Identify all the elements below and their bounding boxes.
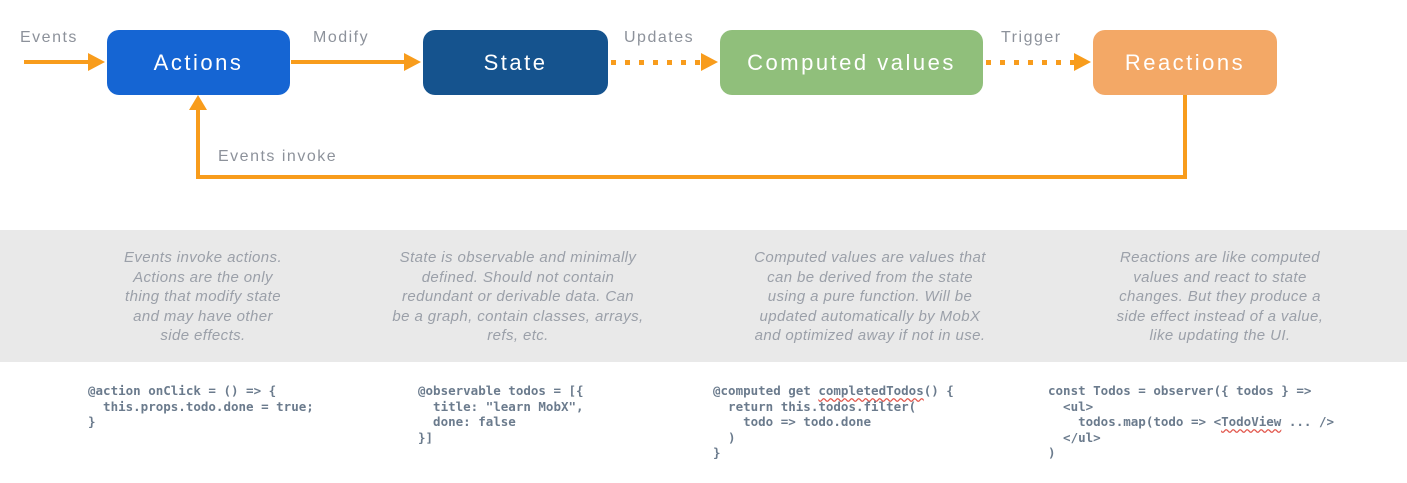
arrowhead-up-icon [189, 95, 207, 110]
dotted-arrow-shaft [986, 59, 1074, 65]
arrow-state-to-computed [611, 53, 718, 71]
description-computed-values: Computed values are values that can be d… [754, 249, 986, 344]
arrowhead-right-icon [404, 53, 421, 71]
misspelled-word: TodoView [1221, 414, 1282, 429]
edge-label-events-invoke: Events invoke [218, 148, 338, 165]
description-actions: Events invoke actions. Actions are the o… [123, 249, 283, 344]
dotted-arrow-shaft [611, 59, 701, 65]
description-reactions: Reactions are like computed values and r… [1116, 249, 1324, 344]
edge-label-events: Events [20, 29, 78, 46]
feedback-line-vertical-left [196, 106, 200, 179]
node-state: State [423, 30, 608, 95]
arrow-actions-to-state [291, 53, 421, 71]
arrow-computed-to-reactions [986, 53, 1091, 71]
arrowhead-right-icon [88, 53, 105, 71]
feedback-line-vertical-right [1183, 95, 1187, 179]
code-snippet-computed: @computed get completedTodos() { return … [713, 383, 954, 460]
node-computed-values-label: Computed values [747, 49, 956, 75]
node-reactions-label: Reactions [1124, 49, 1246, 75]
edge-label-modify: Modify [313, 29, 370, 46]
arrowhead-right-icon [1074, 53, 1091, 71]
edge-label-trigger: Trigger [1001, 29, 1062, 46]
arrow-shaft [291, 60, 404, 64]
flow-diagram: Events Actions Modify State Updates Comp… [0, 0, 1407, 230]
code-snippet-row: @action onClick = () => { this.props.tod… [0, 362, 1407, 483]
node-actions-label: Actions [153, 49, 244, 75]
arrow-events-to-actions [24, 53, 105, 71]
node-computed-values: Computed values [720, 30, 983, 95]
feedback-line-horizontal [196, 175, 1187, 179]
node-reactions: Reactions [1093, 30, 1277, 95]
node-state-label: State [483, 49, 548, 75]
code-snippet-action: @action onClick = () => { this.props.tod… [88, 383, 314, 429]
description-band: Events invoke actions. Actions are the o… [0, 230, 1407, 362]
code-snippet-observer: const Todos = observer({ todos } => <ul>… [1048, 383, 1334, 460]
description-state: State is observable and minimally define… [392, 249, 644, 344]
code-snippet-observable: @observable todos = [{ title: "learn Mob… [418, 383, 584, 445]
arrowhead-right-icon [701, 53, 718, 71]
edge-label-updates: Updates [624, 29, 695, 46]
node-actions: Actions [107, 30, 290, 95]
arrow-shaft [24, 60, 88, 64]
misspelled-word: completedTodos [818, 383, 924, 398]
